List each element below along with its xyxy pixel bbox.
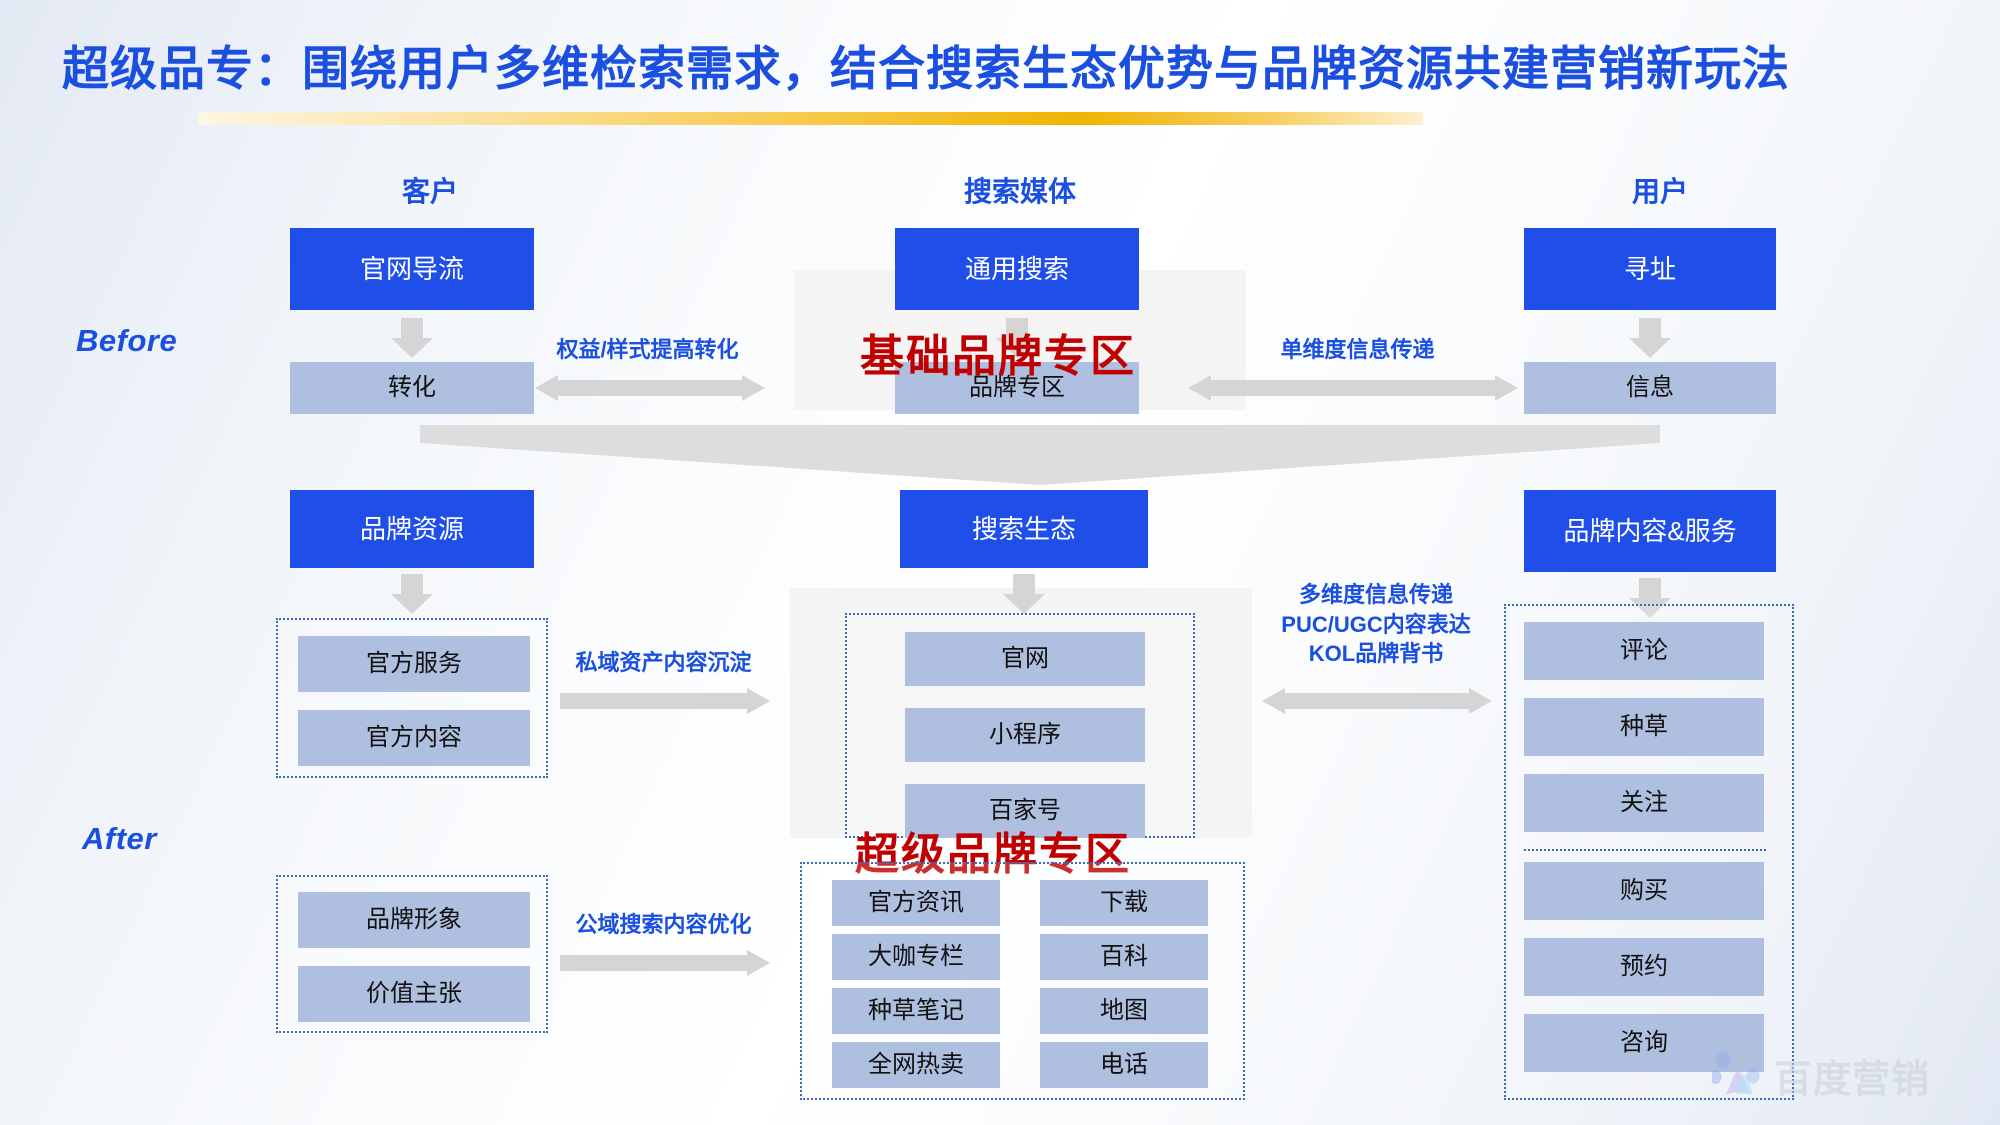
after-zone-right-item-3[interactable]: 电话 bbox=[1040, 1042, 1208, 1088]
after-private-link-label: 私域资产内容沉淀 bbox=[575, 650, 752, 675]
after-red-annotation: 超级品牌专区 bbox=[855, 830, 1131, 879]
after-right-link-line-0: 多维度信息传递 bbox=[1298, 582, 1453, 607]
after-public-item-1[interactable]: 价值主张 bbox=[298, 966, 530, 1022]
after-public-right-arrow bbox=[560, 950, 770, 976]
after-ecosystem-item-1[interactable]: 小程序 bbox=[905, 708, 1145, 762]
after-public-link-label: 公域搜索内容优化 bbox=[575, 912, 752, 937]
after-zone-right-item-0[interactable]: 下载 bbox=[1040, 880, 1208, 926]
after-user-action-top-0[interactable]: 评论 bbox=[1524, 622, 1764, 680]
after-user-action-bottom-1[interactable]: 预约 bbox=[1524, 938, 1764, 996]
after-right-link-line-2: KOL品牌背书 bbox=[1308, 641, 1444, 667]
before-customer-secondary-box[interactable]: 转化 bbox=[290, 362, 534, 414]
after-zone-left-item-0[interactable]: 官方资讯 bbox=[832, 880, 1000, 926]
before-right-link-label: 单维度信息传递 bbox=[1280, 337, 1435, 362]
after-center-down-arrow bbox=[1003, 574, 1045, 614]
before-right-bidirectional-arrow bbox=[1188, 375, 1518, 401]
baidu-paw-icon bbox=[1709, 1048, 1764, 1102]
before-after-chevron-divider bbox=[420, 425, 1660, 485]
after-brand-content-box[interactable]: 品牌内容&服务 bbox=[1524, 490, 1776, 572]
after-right-link-label: 多维度信息传递 PUC/UGC内容表达 KOL品牌背书 bbox=[1256, 580, 1496, 669]
after-user-action-bottom-2[interactable]: 咨询 bbox=[1524, 1014, 1764, 1072]
before-media-primary-box[interactable]: 通用搜索 bbox=[895, 228, 1139, 310]
after-private-right-arrow bbox=[560, 688, 770, 714]
after-left-down-arrow bbox=[391, 574, 433, 614]
after-brand-resource-box[interactable]: 品牌资源 bbox=[290, 490, 534, 568]
column-header-user: 用户 bbox=[1631, 176, 1688, 207]
after-user-actions-divider bbox=[1524, 849, 1766, 851]
after-zone-left-item-2[interactable]: 种草笔记 bbox=[832, 988, 1000, 1034]
after-right-link-line-1: PUC/UGC内容表达 bbox=[1281, 611, 1471, 637]
after-user-action-top-1[interactable]: 种草 bbox=[1524, 698, 1764, 756]
column-header-customer: 客户 bbox=[401, 176, 458, 207]
page-title: 超级品专：围绕用户多维检索需求，结合搜索生态优势与品牌资源共建营销新玩法 bbox=[62, 42, 1790, 95]
stage-label-after: After bbox=[82, 821, 157, 856]
after-ecosystem-item-2[interactable]: 百家号 bbox=[905, 784, 1145, 838]
baidu-marketing-watermark: 百度营销 bbox=[1709, 1048, 1931, 1103]
before-user-secondary-box[interactable]: 信息 bbox=[1524, 362, 1776, 414]
after-right-down-arrow bbox=[1629, 578, 1671, 618]
before-media-secondary-box[interactable]: 品牌专区 bbox=[895, 362, 1139, 414]
after-zone-right-item-2[interactable]: 地图 bbox=[1040, 988, 1208, 1034]
before-left-bidirectional-arrow bbox=[535, 375, 765, 401]
after-right-bidirectional-arrow bbox=[1262, 688, 1492, 714]
after-ecosystem-item-0[interactable]: 官网 bbox=[905, 632, 1145, 686]
stage-label-before: Before bbox=[76, 323, 178, 358]
before-red-annotation: 基础品牌专区 bbox=[860, 332, 1136, 381]
watermark-brand-text: 百度营销 bbox=[1774, 1059, 1931, 1101]
after-public-item-0[interactable]: 品牌形象 bbox=[298, 892, 530, 948]
after-private-item-1[interactable]: 官方内容 bbox=[298, 710, 530, 766]
after-private-item-0[interactable]: 官方服务 bbox=[298, 636, 530, 692]
after-search-ecosystem-box[interactable]: 搜索生态 bbox=[900, 490, 1148, 568]
before-customer-primary-box[interactable]: 官网导流 bbox=[290, 228, 534, 310]
before-media-down-arrow bbox=[996, 318, 1038, 358]
before-left-link-label: 权益/样式提高转化 bbox=[556, 337, 739, 362]
title-underline-bar bbox=[198, 112, 1423, 125]
column-header-media: 搜索媒体 bbox=[963, 176, 1076, 207]
before-user-primary-box[interactable]: 寻址 bbox=[1524, 228, 1776, 310]
after-user-action-top-2[interactable]: 关注 bbox=[1524, 774, 1764, 832]
after-zone-right-item-1[interactable]: 百科 bbox=[1040, 934, 1208, 980]
before-customer-down-arrow bbox=[391, 318, 433, 358]
after-zone-left-item-3[interactable]: 全网热卖 bbox=[832, 1042, 1000, 1088]
after-user-action-bottom-0[interactable]: 购买 bbox=[1524, 862, 1764, 920]
before-user-down-arrow bbox=[1629, 318, 1671, 358]
after-zone-left-item-1[interactable]: 大咖专栏 bbox=[832, 934, 1000, 980]
